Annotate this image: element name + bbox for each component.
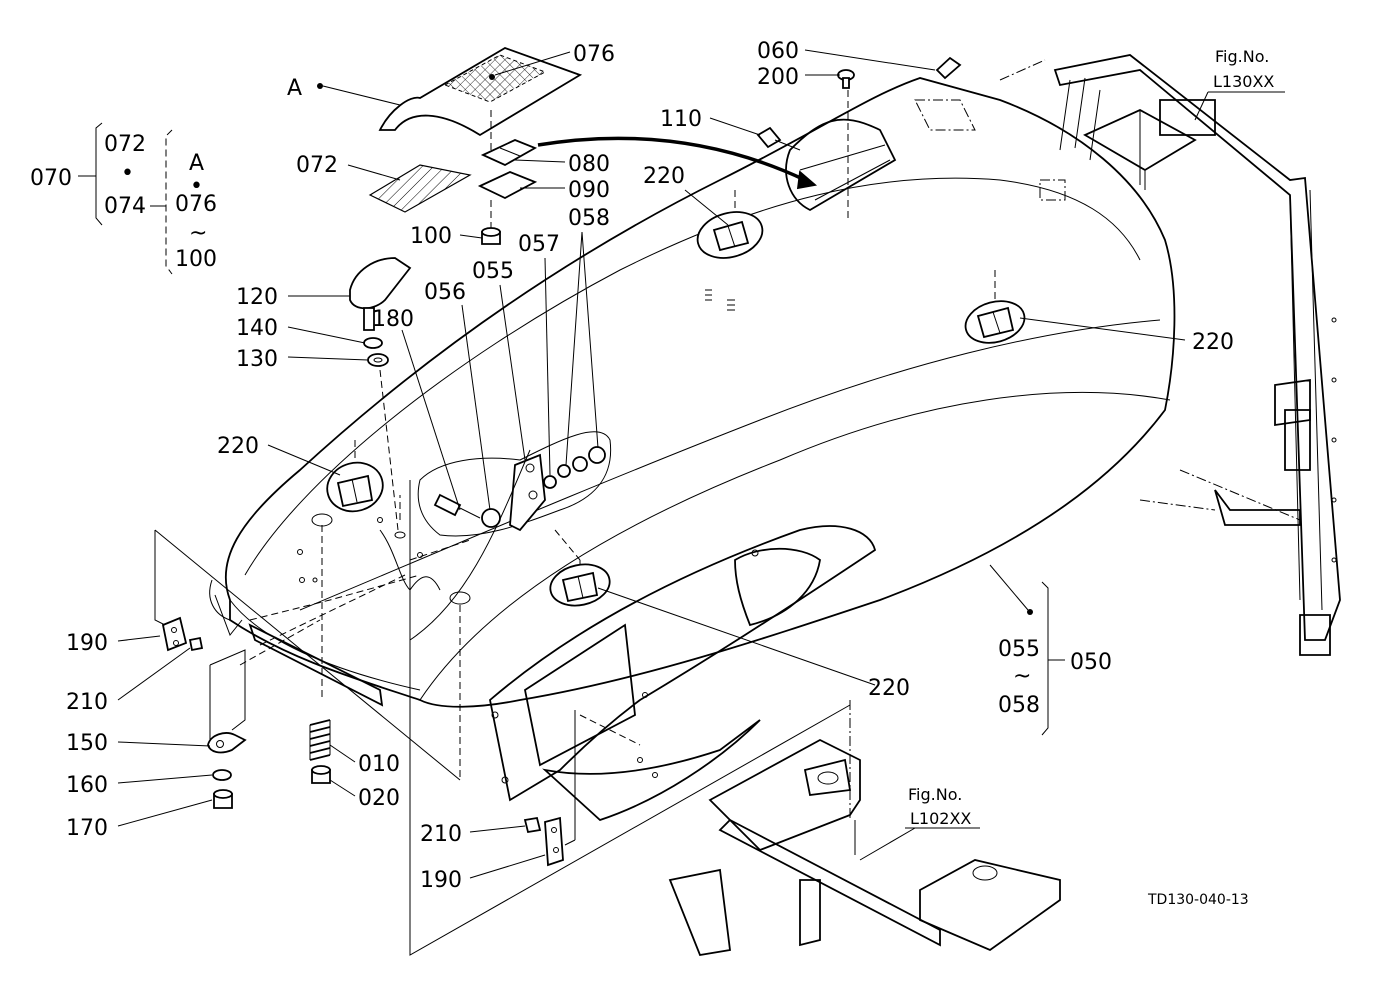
label-tilde-2: ~ (1013, 664, 1031, 689)
fig-ref-2-title: Fig.No. (908, 785, 962, 804)
label-A-top: A (287, 76, 302, 101)
spring-010 (309, 719, 331, 761)
bracket-190-left (161, 616, 188, 652)
label-210-right: 210 (420, 822, 462, 847)
bracket-150 (207, 732, 247, 754)
label-190-right: 190 (420, 868, 462, 893)
nut-170 (213, 789, 233, 809)
label-220-bottom: 220 (868, 676, 910, 701)
label-170: 170 (66, 816, 108, 841)
rubber-cushion-220-bottom (549, 563, 611, 607)
label-056: 056 (424, 280, 466, 305)
rubber-cushion-220-top (696, 211, 764, 259)
label-220-right: 220 (1192, 330, 1234, 355)
brace-group-070 (78, 122, 1065, 736)
label-160: 160 (66, 773, 108, 798)
label-dot-1: • (121, 161, 134, 186)
rod-line (537, 136, 806, 182)
label-dot-2: • (190, 174, 203, 199)
label-210-left: 210 (66, 690, 108, 715)
bonnet-body (209, 77, 1176, 822)
label-200: 200 (757, 65, 799, 90)
label-tilde-1: ~ (189, 221, 207, 246)
nut-100 (481, 110, 501, 245)
sticker-072 (368, 164, 472, 213)
drawing-code: TD130-040-13 (1147, 892, 1249, 908)
rubber-cushion-220-right (964, 300, 1026, 344)
bracket-190-right (544, 816, 564, 867)
label-076: 076 (573, 42, 615, 67)
washer-140 (363, 337, 383, 349)
fig-ref-1-title: Fig.No. (1215, 47, 1269, 66)
fig-ref-1-code: L130XX (1213, 72, 1274, 91)
label-190-left: 190 (66, 631, 108, 656)
label-010: 010 (358, 752, 400, 777)
label-220-top: 220 (643, 164, 685, 189)
label-058-top: 058 (568, 206, 610, 231)
label-057: 057 (518, 232, 560, 257)
clip-060 (935, 56, 962, 80)
label-058-group: 058 (998, 693, 1040, 718)
rubber-cushion-220-left (326, 461, 384, 513)
label-076-group: 076 (175, 192, 217, 217)
label-070: 070 (30, 166, 72, 191)
label-080: 080 (568, 152, 610, 177)
label-120: 120 (236, 285, 278, 310)
bolt-210-left (188, 636, 204, 652)
label-060: 060 (757, 39, 799, 64)
bolt-110 (756, 126, 801, 151)
label-140: 140 (236, 316, 278, 341)
pin-200 (837, 69, 855, 89)
label-020: 020 (358, 786, 400, 811)
label-055: 055 (472, 259, 514, 284)
label-130: 130 (236, 347, 278, 372)
hinge-080 (480, 139, 538, 167)
label-220-left: 220 (217, 434, 259, 459)
label-074: 074 (104, 194, 146, 219)
label-100: 100 (410, 224, 452, 249)
leader-lines (117, 49, 1209, 879)
label-072: 072 (296, 153, 338, 178)
label-055-group: 055 (998, 637, 1040, 662)
front-frame (668, 700, 1061, 957)
latch-assembly (417, 431, 612, 537)
label-150: 150 (66, 731, 108, 756)
label-100-group: 100 (175, 247, 217, 272)
label-110: 110 (660, 107, 702, 132)
rear-frame (999, 54, 1341, 656)
washer-130 (367, 353, 389, 367)
label-090: 090 (568, 178, 610, 203)
fig-ref-2-code: L102XX (910, 809, 971, 828)
bolt-210-right (523, 816, 542, 834)
label-A-group: A (189, 151, 204, 176)
callout-labels: A 076 072 080 090 100 110 060 200 220 05… (30, 39, 1285, 908)
nut-020 (311, 765, 331, 784)
cover-plate-076 (378, 47, 583, 137)
label-180: 180 (372, 307, 414, 332)
label-072-group: 072 (104, 132, 146, 157)
plate-090 (477, 171, 538, 200)
label-050: 050 (1070, 650, 1112, 675)
handle-120 (349, 257, 412, 331)
washer-160 (212, 769, 232, 781)
